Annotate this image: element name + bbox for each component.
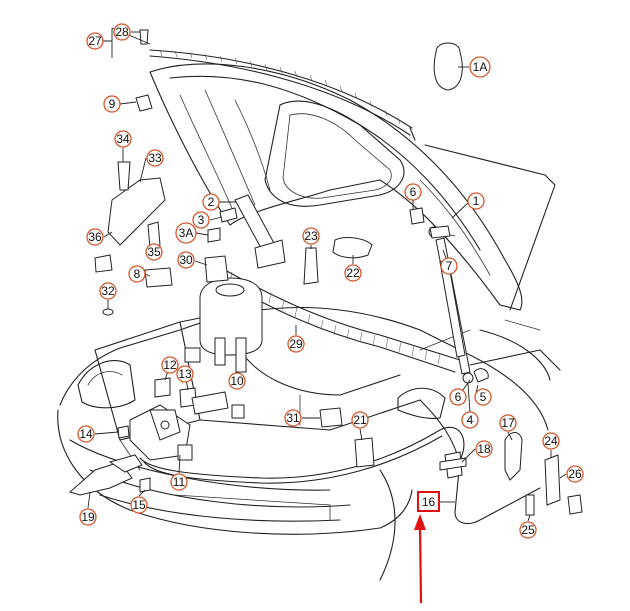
callout-label: 12 <box>163 358 177 372</box>
callout-label: 33 <box>148 151 162 165</box>
callout-label: 22 <box>346 266 360 280</box>
callout-label: 8 <box>134 267 141 281</box>
callout-12: 12 <box>161 356 179 374</box>
callout-label: 2 <box>208 195 215 209</box>
callout-label: 27 <box>88 34 102 48</box>
callout-25: 25 <box>519 521 537 539</box>
callout-label: 11 <box>173 475 186 489</box>
callout-3A: 3A <box>175 222 197 244</box>
callout-label: 5 <box>480 390 487 404</box>
callout-label: 9 <box>109 97 116 111</box>
callout-label: 23 <box>304 229 318 243</box>
callout-11: 11 <box>170 473 188 491</box>
callout-9: 9 <box>103 95 121 113</box>
callout-label: 14 <box>79 427 93 441</box>
callout-35: 35 <box>145 243 163 261</box>
callout-label: 25 <box>521 523 535 537</box>
callout-label: 34 <box>116 132 130 146</box>
callout-label: 18 <box>477 442 491 456</box>
callout-label: 17 <box>501 416 515 430</box>
callout-34: 34 <box>114 130 132 148</box>
callout-13: 13 <box>176 365 194 383</box>
callout-label: 7 <box>446 259 453 273</box>
callout-label: 35 <box>147 245 161 259</box>
callout-17: 17 <box>499 414 517 432</box>
callout-32: 32 <box>99 282 117 300</box>
callout-4: 4 <box>461 411 479 429</box>
callout-36: 36 <box>86 228 104 246</box>
callout-label: 19 <box>81 510 95 524</box>
callout-29: 29 <box>287 335 305 353</box>
gas-strut <box>428 226 474 384</box>
latch-bracket <box>129 404 193 461</box>
callout-28: 28 <box>113 23 131 41</box>
callout-label: 6 <box>455 390 462 404</box>
callout-27: 27 <box>86 32 104 50</box>
callout-label: 26 <box>568 467 582 481</box>
callout-1: 1 <box>467 192 485 210</box>
callout-14: 14 <box>77 425 95 443</box>
callout-22: 22 <box>344 264 362 282</box>
hood-panel <box>149 63 556 331</box>
release-cable <box>139 426 541 525</box>
callout-2: 2 <box>202 193 220 211</box>
callout-label: 10 <box>230 374 244 388</box>
callout-10: 10 <box>228 372 246 390</box>
callout-label: 36 <box>88 230 102 244</box>
callout-label: 30 <box>179 253 193 267</box>
highlight-box <box>417 491 440 512</box>
callout-8: 8 <box>128 265 146 283</box>
highlight-arrow-head <box>414 514 426 530</box>
callout-15: 15 <box>130 496 148 514</box>
callout-label: 1A <box>473 60 488 74</box>
callout-label: 29 <box>289 337 303 351</box>
callout-label: 28 <box>115 25 129 39</box>
callout-label: 24 <box>544 434 558 448</box>
callout-label: 15 <box>132 498 146 512</box>
callout-label: 32 <box>101 284 115 298</box>
callout-19: 19 <box>79 508 97 526</box>
release-handle <box>68 454 143 496</box>
cable-bracket <box>439 432 583 516</box>
callout-3: 3 <box>192 211 210 229</box>
callout-label: 31 <box>286 411 300 425</box>
callout-label: 4 <box>467 413 474 427</box>
callout-6-upper: 6 <box>404 183 422 201</box>
callout-label: 3A <box>179 226 194 240</box>
callout-31: 31 <box>284 409 302 427</box>
callout-23: 23 <box>302 227 320 245</box>
callout-5: 5 <box>474 388 492 406</box>
callout-1A: 1A <box>469 56 491 78</box>
callout-label: 3 <box>198 213 205 227</box>
callout-21: 21 <box>351 411 369 429</box>
callout-33: 33 <box>146 149 164 167</box>
highlight-label: 16 <box>422 495 436 509</box>
callout-label: 1 <box>473 194 480 208</box>
callout-label: 13 <box>178 367 192 381</box>
callout-label: 6 <box>410 185 417 199</box>
callout-label: 21 <box>353 413 367 427</box>
leader-lines <box>87 27 567 522</box>
highlight-16[interactable]: 16 <box>414 491 440 604</box>
coolant-reservoir <box>184 277 263 373</box>
callout-30: 30 <box>177 251 195 269</box>
hinges-and-fasteners <box>94 29 489 493</box>
callout-7: 7 <box>440 257 458 275</box>
callout-18: 18 <box>475 440 493 458</box>
callout-24: 24 <box>542 432 560 450</box>
highlight-arrow-shaft <box>418 525 423 604</box>
callout-26: 26 <box>566 465 584 483</box>
hood-seal-strip <box>149 49 416 141</box>
callout-6-lower: 6 <box>449 388 467 406</box>
